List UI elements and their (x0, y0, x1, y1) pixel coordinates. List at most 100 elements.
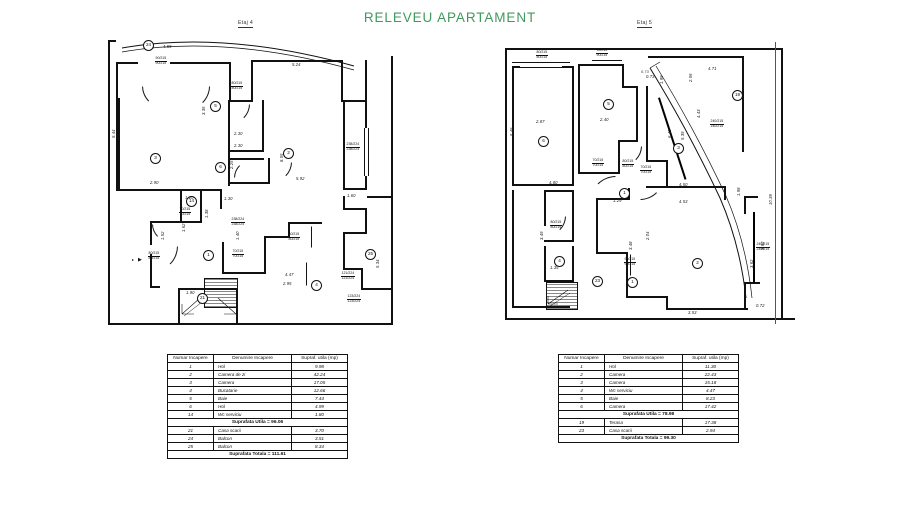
dimension-text: 0.72 (756, 303, 765, 308)
dimension-text: 2.56 (688, 73, 693, 82)
dimension-text: 1.40 (235, 231, 240, 240)
room-number: 25 (167, 442, 214, 451)
dimension-text: 1.52 (160, 231, 165, 240)
room-number: 19 (558, 418, 605, 427)
total-row: Suprafata Totala = 111.61 (167, 450, 348, 459)
subtotal-row: Suprafata Utila = 96.06 (167, 418, 348, 427)
room-number: 3 (558, 378, 605, 387)
room-area: 8.23 (682, 394, 739, 403)
room-number: 4 (558, 386, 605, 395)
room-marker: 6 (215, 162, 226, 173)
dimension-text: 2.30 (234, 143, 243, 148)
entrance-marker-icon: ▸ (132, 257, 135, 262)
room-name: Camera de zi (213, 370, 292, 379)
room-name: Wc serviciu (604, 386, 683, 395)
dimension-text: 2.40 (600, 117, 609, 122)
room-area: 17.42 (682, 402, 739, 411)
dimension-text: 4.80 (549, 180, 558, 185)
stair-arrows-23 (547, 289, 571, 307)
room-marker: 2 (283, 148, 294, 159)
room-area: 4.47 (682, 386, 739, 395)
room-name: Hol (213, 362, 292, 371)
dimension-text: 0.73 (646, 74, 655, 79)
table-header-row: Numar Incapere Denumire Incapere Supraf.… (167, 354, 348, 363)
room-number: 23 (558, 426, 605, 435)
room-area: 17.38 (682, 418, 739, 427)
room-name: Balcon (213, 442, 292, 451)
dimension-text: 2.30 (234, 131, 243, 136)
room-marker: 3 (673, 143, 684, 154)
column-header-suprafata: Supraf. utila (mp) (682, 354, 739, 363)
floor-label-etaj5: Etaj 5 (637, 20, 653, 28)
room-area: 22.43 (682, 370, 739, 379)
room-marker: 2 (692, 258, 703, 269)
room-name: Hol (604, 362, 683, 371)
dimension-text: 2.04 (645, 231, 650, 240)
room-marker: 4 (311, 280, 322, 291)
room-name: Hol (213, 402, 292, 411)
subtotal-utila: Suprafata Utila = 96.06 (167, 418, 348, 427)
room-marker: 5 (603, 99, 614, 110)
room-marker: 23 (592, 276, 603, 287)
dimension-text: 1.62 (181, 223, 186, 232)
dimension-text: 0.73 (641, 70, 649, 74)
room-number: 3 (167, 378, 214, 387)
dimension-text: 5.24 (292, 62, 301, 67)
dimension-text: 8.55 (279, 153, 284, 162)
room-name: Camera (604, 370, 683, 379)
dimension-text: 2.90 (150, 180, 159, 185)
dimension-text: 1.38 (204, 209, 209, 218)
room-name: Casa scarii (213, 426, 292, 435)
total-totala: Suprafata Totala = 99.30 (558, 434, 739, 443)
column-header-denumire: Denumire Incapere (604, 354, 683, 363)
column-header-numar: Numar Incapere (167, 354, 214, 363)
dimension-text: 4.71 (708, 66, 717, 71)
room-area: 1.80 (291, 410, 348, 419)
column-header-suprafata: Supraf. utila (mp) (291, 354, 348, 363)
room-area: 3.51 (291, 434, 348, 443)
total-value: 99.30 (663, 436, 676, 441)
balcony-rail-right (753, 212, 756, 282)
subtotal-value: 78.98 (662, 412, 675, 417)
total-totala: Suprafata Totala = 111.61 (167, 450, 348, 459)
room-number: 14 (167, 410, 214, 419)
column-header-denumire: Denumire Incapere (213, 354, 292, 363)
room-area: 12.66 (291, 386, 348, 395)
subtotal-value: 96.06 (271, 420, 284, 425)
room-name: Camera (604, 378, 683, 387)
dimension-text: 3.62 (749, 259, 754, 268)
room-name: Baie (604, 394, 683, 403)
room-name: Baie (213, 394, 292, 403)
room-number: 21 (167, 426, 214, 435)
room-marker: 1 (203, 250, 214, 261)
dimension-text: 1.20 (185, 195, 194, 200)
dimension-text: 1.98 (659, 75, 664, 84)
room-area: 3.70 (291, 426, 348, 435)
dimension-text: 2.25 (229, 160, 234, 169)
dimension-text: 5.34 (375, 259, 380, 268)
room-marker: 24 (143, 40, 154, 51)
